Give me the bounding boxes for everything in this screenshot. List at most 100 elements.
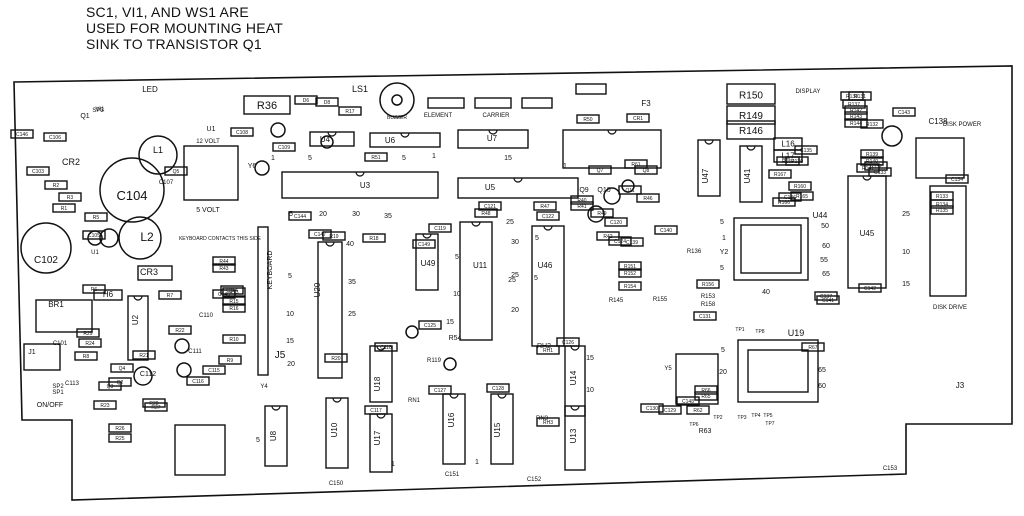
resistor-c132: [864, 161, 888, 171]
label-u1: U1: [207, 126, 216, 133]
component-labels: C104L1L2C102LS1BUZZERR36R150R149R146L16L…: [0, 0, 982, 487]
label-r139: R139: [866, 152, 878, 158]
ic-u41: [739, 145, 763, 203]
pin-number: 15: [902, 281, 910, 288]
label-rh1: RH1: [543, 348, 553, 354]
ic-notch: [422, 233, 432, 239]
label-l2: L2: [140, 230, 154, 244]
label-r136: R136: [687, 249, 702, 255]
label-r141: R141: [862, 166, 874, 172]
label-r25: R25: [115, 436, 124, 442]
resistor-r36: [243, 95, 291, 115]
label-y6: Y6: [248, 163, 257, 170]
label-y4: Y4: [260, 384, 268, 390]
label-r42: R42: [603, 234, 612, 240]
label-on-off: ON/OFF: [37, 402, 63, 409]
pin-number: 1: [475, 459, 479, 466]
resistor-h6: [93, 289, 123, 301]
bridge-br1: [35, 299, 93, 333]
label-u17: U17: [373, 430, 382, 445]
label-r138: R138: [846, 94, 858, 100]
label-u14: U14: [569, 370, 578, 385]
label-r67: R67: [808, 345, 817, 351]
note-line-2: USED FOR MOUNTING HEAT: [86, 20, 284, 36]
label-c106: C106: [49, 135, 61, 141]
label-u4: U4: [320, 135, 331, 144]
resistor-r1: [52, 203, 76, 213]
label-r119: R119: [427, 358, 442, 364]
inductor-l1: [138, 135, 178, 175]
resistor-c131: [693, 311, 717, 321]
label-12-volt: 12 VOLT: [196, 139, 220, 145]
resistor-r151: [618, 261, 642, 271]
label-r165: R165: [796, 194, 808, 200]
capacitor-radial: [881, 125, 903, 147]
resistor-c149: [412, 239, 436, 249]
label-sc1: SC1: [111, 117, 112, 118]
pin-number: 40: [346, 241, 354, 248]
jack-j1: [23, 343, 61, 371]
label-c127: C127: [434, 388, 446, 394]
pin-number: 20: [319, 211, 327, 218]
resistor-r26: [108, 423, 132, 433]
label-y5: Y5: [664, 366, 672, 372]
label-u18: U18: [373, 376, 382, 391]
label-sp3: SP3: [92, 108, 104, 114]
label-l16: L16: [781, 140, 795, 149]
label-disk-drive: DISK DRIVE: [933, 305, 967, 311]
resistor-r8: [74, 351, 98, 361]
label-r133: R133: [936, 194, 948, 200]
pin-number: 15: [586, 355, 594, 362]
label-c121: C121: [484, 204, 496, 210]
capacitor-radial: [270, 122, 286, 138]
resistor-r7: [158, 290, 182, 300]
capacitor-radial: [99, 228, 119, 248]
resistor-c143: [892, 107, 916, 117]
pin-number: 1: [563, 163, 567, 170]
label-q3: Q3: [107, 384, 114, 390]
resistor-c117: [364, 405, 388, 415]
label-cr2: CR2: [62, 157, 80, 167]
label-h6: H6: [103, 290, 114, 299]
resistor-r132: [860, 119, 884, 129]
pin-number: 5: [256, 437, 260, 444]
resistor-r62: [686, 405, 710, 415]
label-r28: R28: [149, 401, 158, 407]
label-r40: R40: [577, 198, 586, 204]
label-c112: C112: [140, 371, 156, 378]
resistor-r48: [474, 208, 498, 218]
note-line-1: SC1, VI1, AND WS1 ARE: [86, 4, 249, 20]
resistor-r150: [726, 83, 776, 105]
label-c102: C102: [34, 255, 58, 266]
resistor-c106: [43, 132, 67, 142]
resistor-r142: [844, 105, 868, 115]
label-c151: C151: [445, 472, 460, 478]
label-c148: C148: [682, 399, 694, 405]
capacitor-radial: [320, 135, 334, 149]
capacitor-c104: [99, 157, 165, 223]
label-r135: R135: [936, 208, 948, 214]
label-r156: R156: [702, 282, 714, 288]
label-u11: U11: [473, 261, 488, 270]
resistor-r20: [324, 353, 348, 363]
label-r36: R36: [257, 100, 277, 112]
resistor-c144: [288, 211, 312, 221]
pin-number: 35: [384, 213, 392, 220]
label-r142: R142: [850, 108, 862, 114]
resistor-c108: [230, 127, 254, 137]
resistor-c115: [202, 365, 226, 375]
label-r13: R13: [229, 290, 238, 296]
label-r167: R167: [774, 172, 786, 178]
label-tp6: TP6: [689, 422, 698, 428]
label-c135: C135: [800, 148, 812, 154]
capacitor-radial: [603, 187, 621, 205]
resistor-r5: [84, 212, 108, 222]
resistor-r16: [222, 303, 246, 313]
label-rh2: RH2: [537, 343, 551, 350]
pin-number: 20: [719, 369, 727, 376]
label-r144: R144: [850, 121, 862, 127]
label-u1: U1: [91, 250, 99, 256]
resistor-c130: [640, 403, 664, 413]
pin-number: 55: [820, 257, 828, 264]
ic-notch: [449, 393, 459, 399]
